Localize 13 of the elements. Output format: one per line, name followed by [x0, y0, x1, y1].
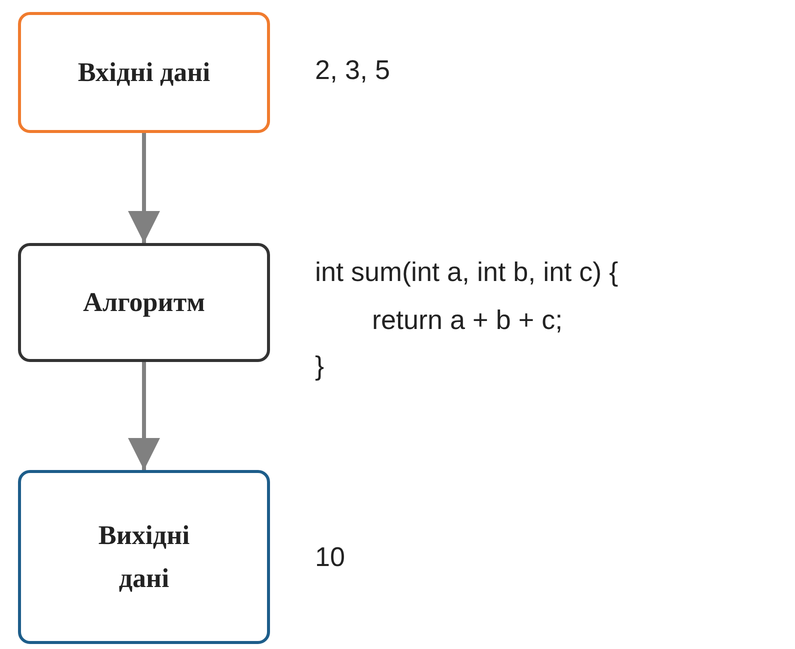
process-box [18, 243, 270, 362]
box-label: Алгоритм [83, 286, 205, 319]
value-text: 10 [315, 541, 346, 574]
process-box [18, 12, 270, 133]
box-label: Вхідні дані [78, 56, 210, 89]
code-line: int sum(int a, int b, int c) { [315, 256, 618, 289]
arrow [128, 133, 160, 243]
code-line: return a + b + c; [372, 304, 563, 337]
arrow [128, 362, 160, 470]
box-label: Вихідні дані [97, 518, 191, 595]
value-text: 2, 3, 5 [315, 54, 390, 87]
process-box [18, 470, 270, 644]
code-line: } [315, 350, 324, 383]
